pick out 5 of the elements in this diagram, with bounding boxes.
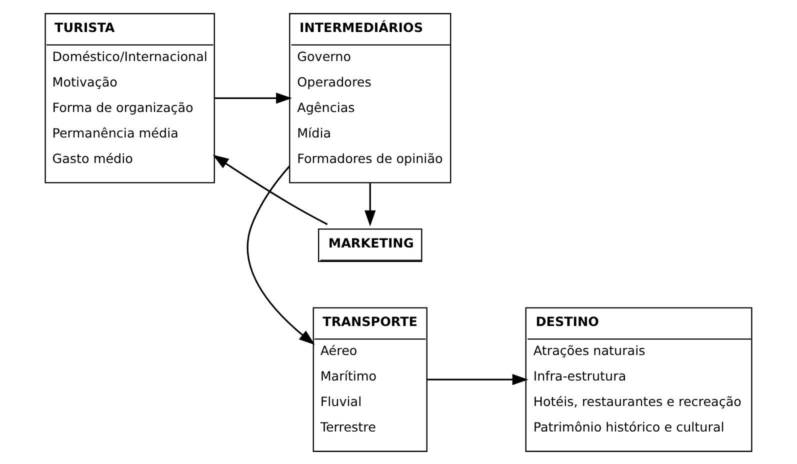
- arrow: [364, 182, 376, 226]
- arrow: [246, 165, 315, 344]
- arrow: [427, 373, 528, 385]
- arrow: [214, 92, 292, 104]
- arrow: [212, 154, 328, 225]
